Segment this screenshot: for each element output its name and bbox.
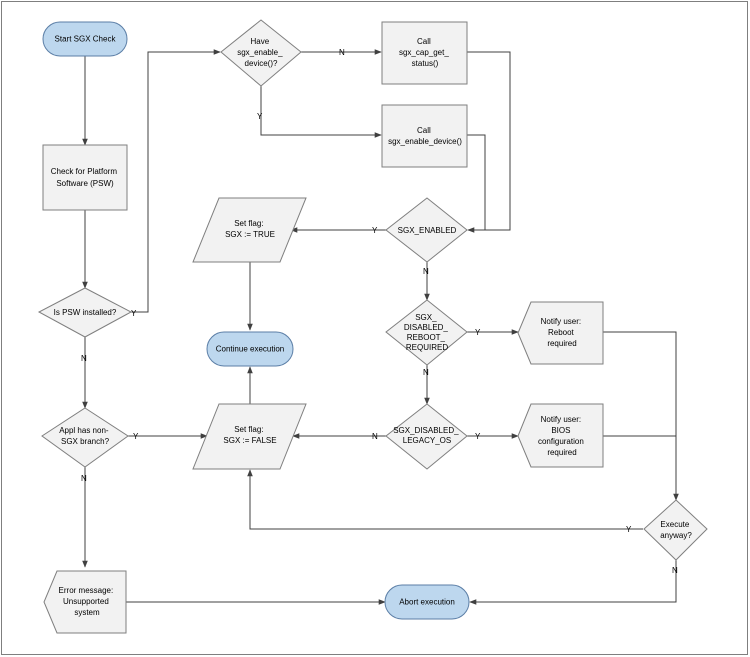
edge-execute-no-to-abort [469,560,677,605]
error-message-label: Error message: Unsupported system [59,586,116,617]
notify-reboot-label: Notify user: Reboot required [541,317,584,348]
has-enable-device-decision: Have sgx_enable_ device()? [220,19,302,87]
label-appl-yes: Y [133,432,139,441]
sgx-enabled-decision: SGX_ENABLED [385,197,468,263]
label-legacy-no: N [372,432,378,441]
call-enable-device-label: Call sgx_enable_device() [388,126,462,146]
continue-execution-label: Continue execution [216,345,285,354]
label-psw-yes: Y [131,309,137,318]
abort-execution-label: Abort execution [399,598,455,607]
psw-installed-decision: Is PSW installed? [37,287,133,338]
set-flag-true-label: Set flag: SGX := TRUE [225,219,275,239]
label-enabled-no: N [423,267,429,276]
sgx-disabled-reboot-label: SGX_ DISABLED_ REBOOT_ REQUIRED [404,313,450,352]
set-flag-true-data: Set flag: SGX := TRUE [192,197,307,263]
check-psw-process: Check for Platform Software (PSW) [42,144,128,211]
label-appl-no: N [81,474,87,483]
label-execute-yes: Y [626,525,632,534]
label-reboot-yes: Y [475,328,481,337]
label-reboot-no: N [423,368,429,377]
set-flag-false-label: Set flag: SGX := FALSE [223,425,276,445]
edge-psw-yes-to-have [131,49,221,313]
label-enabled-yes: Y [372,226,378,235]
notify-bios-label: Notify user: BIOS configuration required [538,415,586,457]
label-execute-no: N [672,566,678,575]
edge-have-yes-to-enable [260,86,382,138]
abort-execution-terminator: Abort execution [384,584,470,620]
execute-anyway-decision: Execute anyway? [643,499,708,561]
label-have-no: N [339,48,345,57]
sgx-disabled-legacy-decision: SGX_DISABLED_ LEGACY_OS [385,403,468,470]
sgx-enabled-label: SGX_ENABLED [398,226,457,235]
appl-non-sgx-decision: Appl has non- SGX branch? [41,407,129,468]
start-terminator: Start SGX Check [42,21,128,57]
notify-bios-display: Notify user: BIOS configuration required [517,403,604,468]
edge-notify-reboot-to-execute [603,331,679,501]
label-legacy-yes: Y [475,432,481,441]
sgx-disabled-legacy-label: SGX_DISABLED_ LEGACY_OS [393,426,461,445]
continue-execution-terminator: Continue execution [206,331,294,367]
call-cap-status-process: Call sgx_cap_get_ status() [381,21,468,85]
label-psw-no: N [81,354,87,363]
call-cap-status-label: Call sgx_cap_get_ status() [399,37,451,68]
appl-non-sgx-label: Appl has non- SGX branch? [59,426,111,446]
edge-cap-to-enabled [467,51,511,233]
label-have-yes: Y [257,112,263,121]
has-enable-device-label: Have sgx_enable_ device()? [237,37,285,68]
start-label: Start SGX Check [55,35,117,44]
connectors [82,49,679,605]
error-message-display: Error message: Unsupported system [43,570,127,634]
sgx-disabled-reboot-decision: SGX_ DISABLED_ REBOOT_ REQUIRED [385,299,468,366]
psw-installed-label: Is PSW installed? [54,308,117,317]
edge-enable-to-enabled [467,134,486,230]
edge-execute-yes-to-false [247,469,643,530]
execute-anyway-label: Execute anyway? [660,520,692,540]
notify-reboot-display: Notify user: Reboot required [517,301,604,365]
set-flag-false-data: Set flag: SGX := FALSE [192,403,307,470]
call-enable-device-process: Call sgx_enable_device() [381,104,468,168]
edge-labels: Y N N Y Y N Y N Y N Y N Y N [81,48,678,575]
check-psw-label: Check for Platform Software (PSW) [51,167,119,188]
